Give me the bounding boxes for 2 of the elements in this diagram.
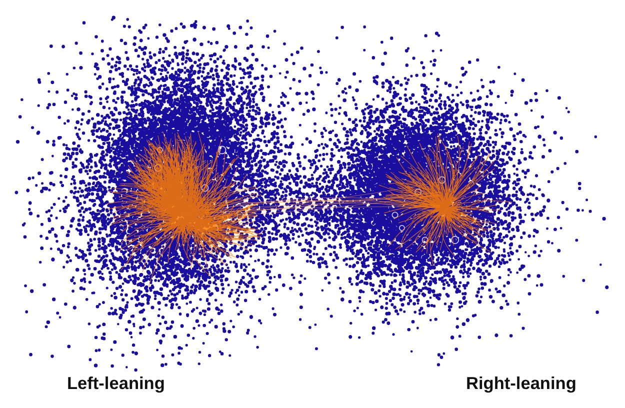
cluster-label: Left-leaning [67,373,165,393]
cluster-label: Right-leaning [466,373,576,393]
